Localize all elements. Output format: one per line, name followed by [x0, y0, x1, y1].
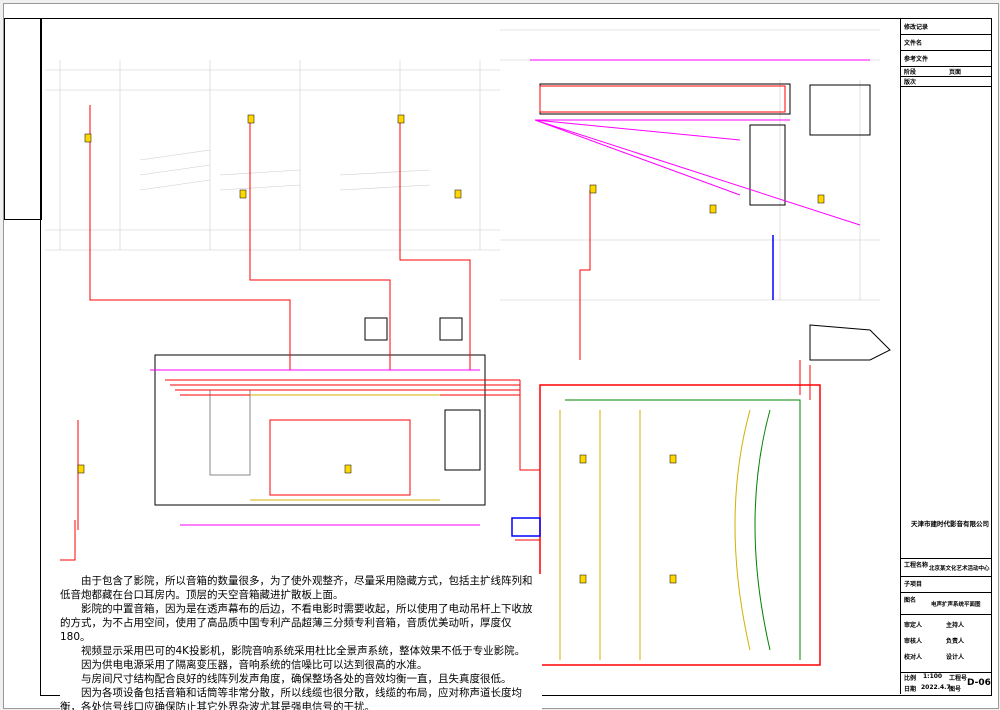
- note-5: 与房间尺寸结构配合良好的线阵列发声角度，确保整场各处的音效均衡一直，且失真度很低…: [81, 673, 512, 685]
- note-2: 影院的中置音箱，因为是在透声幕布的后边，不看电影时需要收起，所以使用了电动吊杆上…: [60, 603, 533, 643]
- note-4: 因为供电电源采用了隔离变压器，音响系统的信噪比可以达到很高的水准。: [81, 659, 428, 671]
- date-label: 日期: [904, 686, 917, 693]
- projection-lines: [150, 59, 870, 526]
- project-name: 北京某文化艺术活动中心: [929, 566, 990, 572]
- title-block: 修改记录 文件名 参考文件 阶段 页面 版次 天津市建时代影音有限公司 工程名称北…: [900, 18, 991, 694]
- project-label: 工程名称: [904, 562, 929, 569]
- yellow-cables: [250, 394, 751, 660]
- file-name-label: 文件名: [904, 40, 923, 47]
- design-notes: 由于包含了影院，所以音箱的数量很多，为了使外观整齐，尽量采用隐藏方式，包括主扩线…: [60, 574, 542, 710]
- subitem-label: 子项目: [904, 581, 923, 588]
- left-stamp-strip: [4, 18, 42, 220]
- drawing-name: 电声扩声系统平面图: [931, 602, 981, 608]
- note-3: 视频显示采用巴可的4K投影机，影院音响系统采用杜比全景声系统，整体效果不低于专业…: [81, 645, 526, 657]
- role-director: 主持人: [946, 622, 965, 629]
- revision-label: 修改记录: [904, 24, 929, 31]
- role-checker: 校对人: [904, 654, 923, 661]
- reference-label: 参考文件: [904, 56, 929, 63]
- blue-equipment: [511, 235, 774, 537]
- green-cables: [565, 399, 801, 660]
- detail-views: [364, 317, 463, 341]
- scale-value: 1:100: [923, 673, 943, 680]
- speaker-cables: [60, 85, 821, 666]
- note-1: 由于包含了影院，所以音箱的数量很多，为了使外观整齐，尽量采用隐藏方式，包括主扩线…: [60, 575, 533, 601]
- drawing-number: D-06: [967, 678, 991, 688]
- company-name: 天津市建时代影音有限公司: [911, 520, 989, 528]
- drawing-no-label: 图号: [949, 686, 962, 693]
- speaker-markers: [77, 114, 825, 584]
- role-approver: 审定人: [904, 622, 923, 629]
- version-label: 版次: [904, 79, 917, 86]
- scale-label: 比例: [904, 675, 917, 682]
- role-reviewer: 审核人: [904, 638, 923, 645]
- role-designer: 设计人: [946, 654, 965, 661]
- stage-label: 阶段: [904, 69, 917, 76]
- role-lead: 负责人: [946, 638, 965, 645]
- job-label: 工程号: [949, 675, 968, 682]
- page-label: 页面: [949, 69, 962, 76]
- drawing-label: 图名: [904, 597, 917, 604]
- note-6: 因为各项设备包括音箱和话筒等非常分散，所以线缆也很分散，线缆的布局，应对称声道长…: [60, 687, 522, 710]
- date-value: 2022.4.7: [921, 684, 951, 691]
